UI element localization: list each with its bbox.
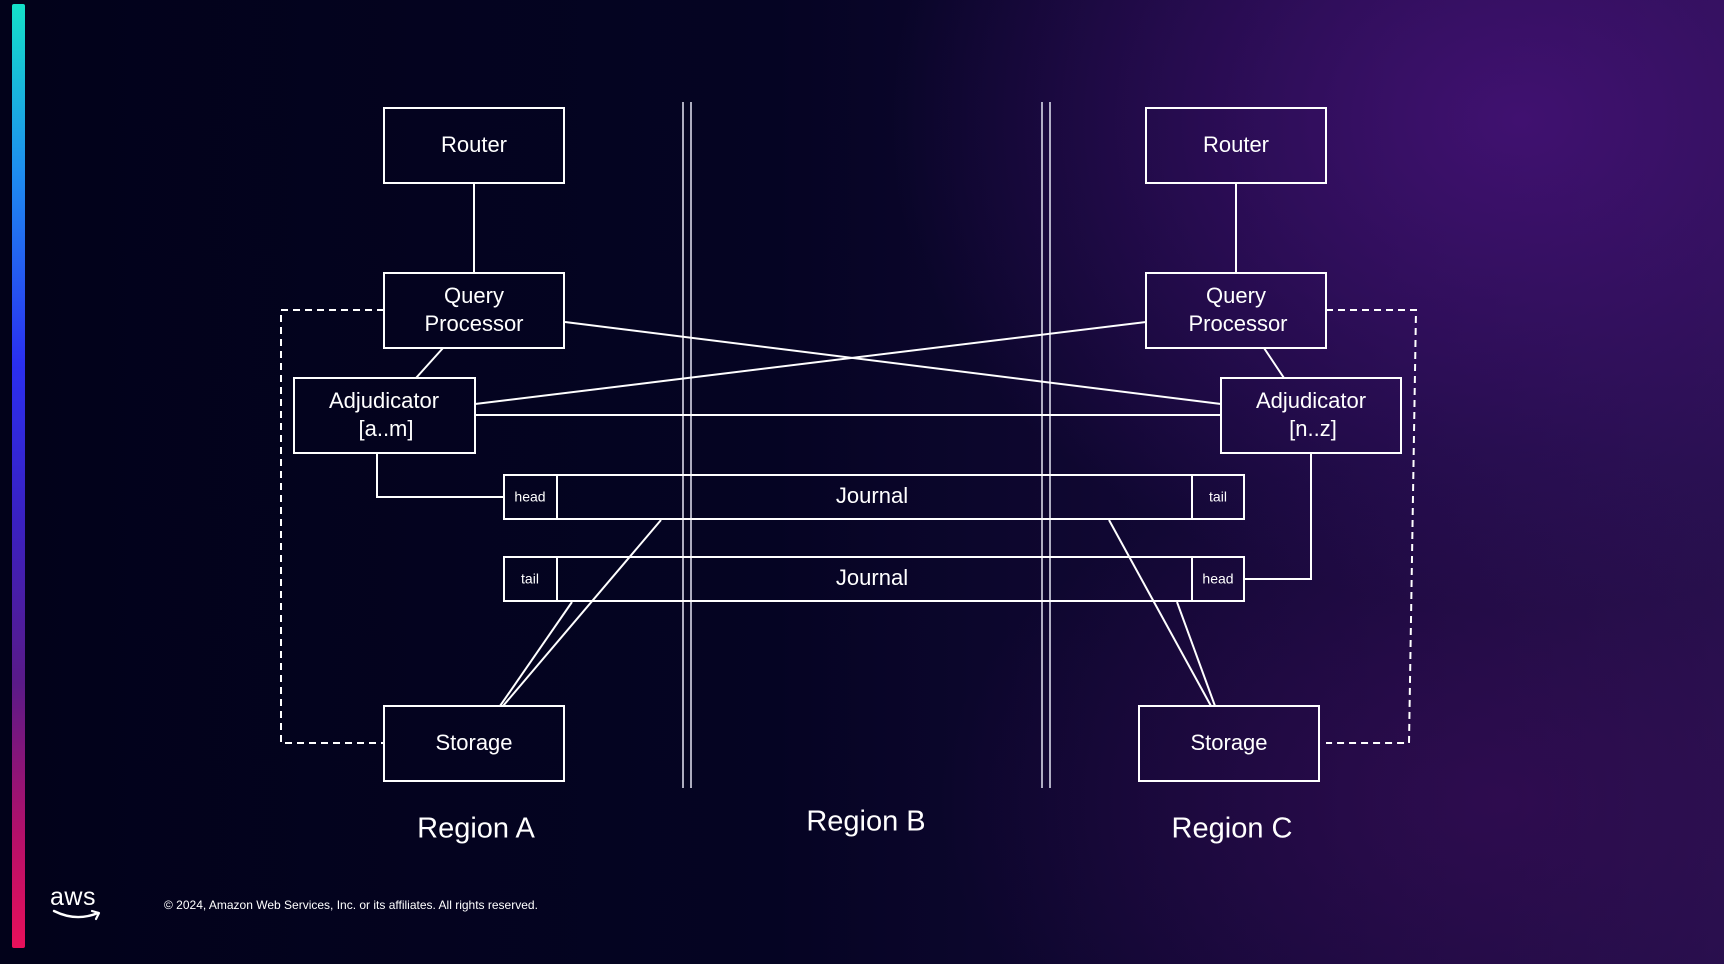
storage-a: Storage — [383, 705, 565, 782]
query-processor-c-label-line2: Processor — [1188, 311, 1287, 336]
query-processor-a-label-line1: Query — [444, 283, 504, 308]
journal-2-label: Journal — [836, 565, 908, 590]
query-processor-a: Query Processor — [383, 272, 565, 349]
router-c: Router — [1145, 107, 1327, 184]
qp-a-to-adj-c — [564, 321, 1222, 405]
query-processor-c: Query Processor — [1145, 272, 1327, 349]
region-a-label: Region A — [417, 813, 535, 845]
storage-c-label: Storage — [1190, 730, 1267, 755]
storage-a-label: Storage — [435, 730, 512, 755]
router-c-label: Router — [1203, 132, 1269, 157]
adjudicator-a: Adjudicator [a..m] — [293, 377, 476, 454]
router-a: Router — [383, 107, 565, 184]
journal-2: tail Journal head — [503, 556, 1245, 602]
journal-1-label: Journal — [836, 483, 908, 508]
journal-2-head-label: head — [1202, 571, 1233, 587]
region-separators — [682, 102, 1051, 788]
journal1-to-storage-c — [1108, 519, 1212, 707]
adjudicator-a-label-line1: Adjudicator — [329, 388, 439, 413]
qp-a-to-adj-a — [415, 347, 444, 379]
journal-1-head-label: head — [514, 489, 545, 505]
accent-bar — [12, 4, 25, 948]
qp-c-to-adj-a — [474, 321, 1147, 405]
router-a-label: Router — [441, 132, 507, 157]
adjudicator-c: Adjudicator [n..z] — [1220, 377, 1402, 454]
journal-2-tail-label: tail — [521, 571, 539, 587]
region-a-dashed-group — [280, 309, 384, 744]
copyright-text: © 2024, Amazon Web Services, Inc. or its… — [164, 898, 538, 912]
query-processor-c-label-line1: Query — [1206, 283, 1266, 308]
aws-logo: aws — [50, 884, 110, 924]
storage-c: Storage — [1138, 705, 1320, 782]
journal2-to-storage-c — [1176, 601, 1216, 707]
journal2-to-storage-a — [499, 601, 573, 707]
region-b-label: Region B — [806, 806, 925, 838]
region-c-dashed-group — [1326, 309, 1418, 744]
journal-1-tail-label: tail — [1209, 489, 1227, 505]
adjudicator-c-label-line2: [n..z] — [1289, 416, 1337, 441]
aws-smile-icon — [52, 909, 101, 921]
query-processor-a-label-line2: Processor — [424, 311, 523, 336]
qp-c-to-adj-c — [1263, 347, 1285, 379]
connectors — [376, 183, 1312, 707]
adj-c-to-journal-head — [1245, 453, 1312, 580]
aws-logo-text: aws — [50, 883, 96, 911]
adj-a-to-journal-head — [376, 453, 504, 498]
journal1-to-storage-a — [502, 519, 662, 707]
journal-1: head Journal tail — [503, 474, 1245, 520]
region-c-label: Region C — [1172, 813, 1293, 845]
adjudicator-a-label-line2: [a..m] — [358, 416, 413, 441]
adjudicator-c-label-line1: Adjudicator — [1256, 388, 1366, 413]
